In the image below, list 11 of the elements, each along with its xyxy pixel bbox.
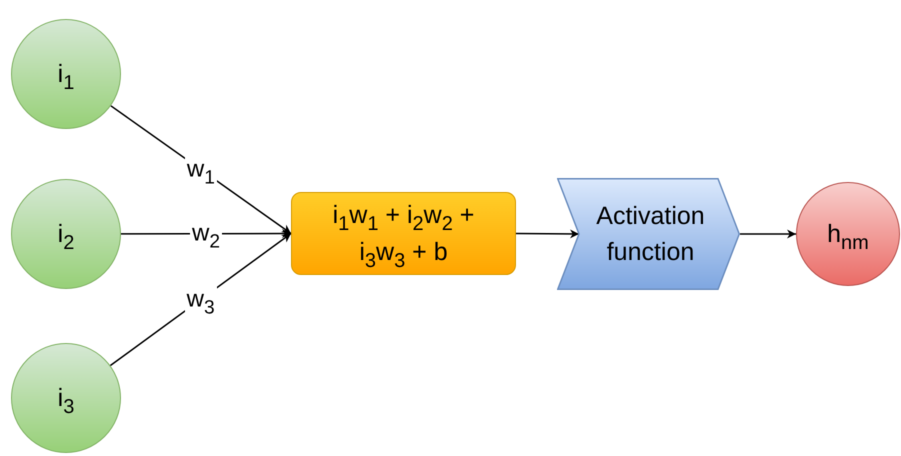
node-label: i$_{2}$ <box>58 218 74 252</box>
edge-label: w$_{3}$ <box>184 285 217 314</box>
node-label: i$_{1}$ <box>58 58 74 92</box>
edge-label: w$_{1}$ <box>184 155 217 184</box>
node-label: Activation function <box>595 200 706 268</box>
arrow <box>516 229 579 238</box>
arrow <box>740 230 796 238</box>
node-label: i$_{3}$ <box>58 382 74 416</box>
node-label: i$_{1}$w$_{1}$ + i$_{2}$w$_{2}$ + i$_{3}$w$_{3}$ + b <box>332 200 476 270</box>
sum-box <box>291 192 516 275</box>
node-label: h$_{nm}$ <box>827 218 869 252</box>
